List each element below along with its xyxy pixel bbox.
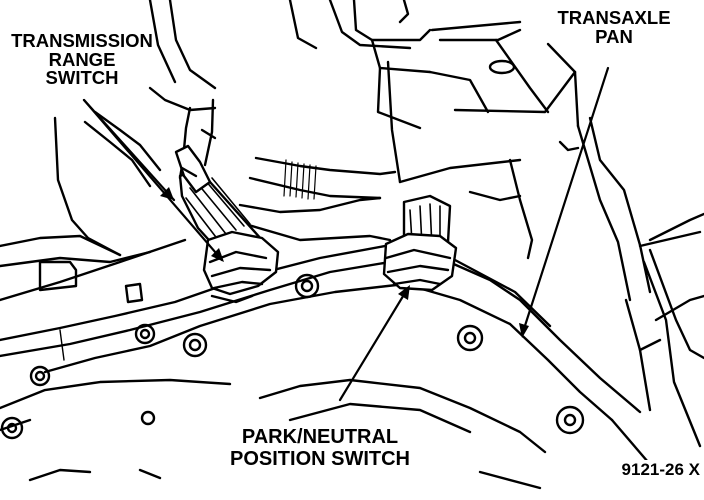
pan-bolt — [0, 416, 24, 440]
upper-housing-lines — [148, 0, 580, 260]
pan-bolt — [29, 365, 51, 387]
label-line: TRANSAXLE — [557, 7, 671, 28]
label-line: PAN — [595, 25, 633, 47]
pan-bolt — [294, 273, 320, 299]
pan-bolt — [456, 324, 484, 352]
label-line: PARK/NEUTRAL — [241, 426, 399, 448]
pan-bolt — [182, 332, 208, 358]
label-transaxle-pan: TRANSAXLE PAN — [541, 7, 687, 47]
right-structure — [576, 116, 704, 478]
label-line: RANGE — [48, 48, 116, 70]
transmission-range-switch — [174, 144, 280, 304]
leader-lines — [82, 66, 610, 402]
park-neutral-position-switch — [382, 194, 458, 292]
pan-bolt — [140, 410, 156, 426]
label-line: SWITCH — [45, 67, 119, 88]
figure-id: 9121-26 X — [588, 460, 700, 479]
label-line: TRANSMISSION — [11, 30, 153, 51]
transaxle-pan — [0, 244, 642, 490]
label-line: POSITION SWITCH — [230, 447, 410, 470]
pan-bolt — [134, 323, 156, 345]
pan-bolt — [555, 405, 585, 435]
label-transmission-range-switch: TRANSMISSION RANGE SWITCH — [4, 30, 160, 88]
label-park-neutral-position-switch: PARK/NEUTRAL POSITION SWITCH — [222, 426, 418, 470]
